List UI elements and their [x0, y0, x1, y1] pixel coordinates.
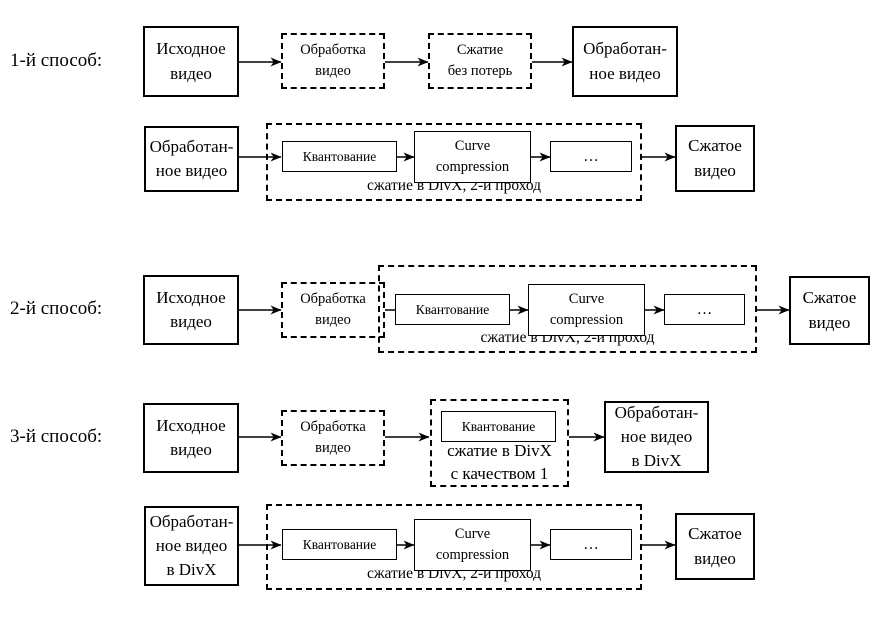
node-video-processing-1: Обработка видео	[281, 33, 385, 89]
node-quantization-row2: Квантование	[282, 141, 397, 172]
node-processed-video-divx-row5: Обработан- ное видео в DivX	[144, 506, 239, 586]
group-divx-quality1	[430, 399, 569, 487]
node-video-processing-2: Обработка видео	[281, 282, 385, 338]
node-lossless-compression: Сжатие без потерь	[428, 33, 532, 89]
node-quantization-row4: Квантование	[441, 411, 556, 442]
group-divx-pass2-row5	[266, 504, 642, 590]
method-2-label: 2-й способ:	[10, 298, 103, 319]
node-ellipsis-row3: …	[664, 294, 745, 325]
node-compressed-video-row3: Сжатое видео	[789, 276, 870, 345]
node-processed-video-divx-row4: Обработан- ное видео в DivX	[604, 401, 709, 473]
node-curve-compression-row3: Curve compression	[528, 284, 645, 336]
node-curve-compression-row5: Curve compression	[414, 519, 531, 571]
method-3-label: 3-й способ:	[10, 426, 103, 447]
method-1-label: 1-й способ:	[10, 50, 103, 71]
node-source-video-2: Исходное видео	[143, 275, 239, 345]
group-caption-divx-quality1-line2: с качеством 1	[450, 464, 549, 483]
node-quantization-row3: Квантование	[395, 294, 510, 325]
group-caption-divx-quality1-line1: сжатие в DivX	[447, 441, 552, 460]
node-compressed-video-row2: Сжатое видео	[675, 125, 755, 192]
node-source-video-1: Исходное видео	[143, 26, 239, 97]
node-ellipsis-row5: …	[550, 529, 632, 560]
node-curve-compression-row2: Curve compression	[414, 131, 531, 183]
node-ellipsis-row2: …	[550, 141, 632, 172]
group-divx-pass2-row2	[266, 123, 642, 201]
node-compressed-video-row5: Сжатое видео	[675, 513, 755, 580]
node-quantization-row5: Квантование	[282, 529, 397, 560]
node-video-processing-3: Обработка видео	[281, 410, 385, 466]
node-source-video-3: Исходное видео	[143, 403, 239, 473]
node-processed-video-1: Обработан- ное видео	[572, 26, 678, 97]
node-processed-video-2: Обработан- ное видео	[144, 126, 239, 192]
group-divx-pass2-row3	[378, 265, 757, 353]
